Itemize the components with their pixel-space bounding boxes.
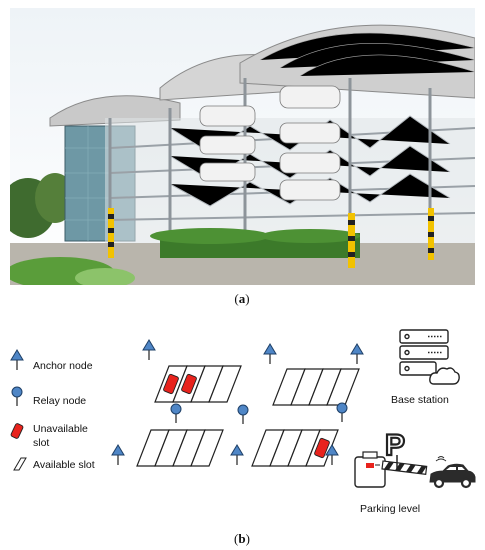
caption-a: (a) [212, 291, 272, 307]
unavailable-slot-icon [10, 423, 24, 439]
caption-a-close: ) [245, 291, 250, 306]
relay-node-icon [336, 402, 348, 423]
car-icon [429, 456, 476, 489]
legend-available-label: Available slot [33, 459, 95, 471]
anchor-node-icon [142, 339, 156, 361]
relay-node-icon [237, 404, 249, 425]
base-station-icon [399, 329, 460, 385]
caption-a-letter: a [238, 291, 246, 306]
caption-a-open: ( [234, 291, 239, 306]
anchor-node-icon [10, 349, 24, 371]
legend-unavailable-label-1: Unavailable [33, 423, 88, 435]
caption-b-open: ( [234, 531, 239, 546]
caption-b-letter: b [238, 531, 246, 546]
caption-b: (b) [212, 531, 272, 547]
parked-car-marker [314, 437, 330, 459]
legend-anchor-label: Anchor node [33, 360, 93, 372]
parking-sign-icon: P [384, 428, 406, 470]
parking-network-diagram: Anchor node Relay node Unavailable slot … [10, 329, 476, 515]
available-slot [190, 429, 224, 467]
parking-sign-letter: P [385, 429, 405, 462]
legend: Anchor node Relay node Unavailable slot … [10, 349, 95, 471]
parked-car-marker [163, 373, 179, 395]
anchor-node-icon [263, 343, 277, 365]
caption-b-close: ) [245, 531, 250, 546]
legend-relay-label: Relay node [33, 395, 86, 407]
base-station-label: Base station [391, 394, 449, 406]
parked-car-marker [181, 373, 197, 395]
available-slot-icon [13, 457, 27, 471]
available-slot [208, 365, 242, 403]
anchor-node-icon [230, 444, 244, 466]
parking-slots [136, 365, 360, 467]
anchor-node-icon [111, 444, 125, 466]
relay-node-icon [11, 386, 23, 407]
parking-barrier-icon [354, 451, 428, 488]
relay-node-icon [170, 403, 182, 424]
parking-garage-photo [10, 8, 475, 285]
anchor-node-icon [350, 343, 364, 365]
parking-level-label: Parking level [360, 503, 420, 515]
legend-unavailable-label-2: slot [33, 437, 49, 449]
